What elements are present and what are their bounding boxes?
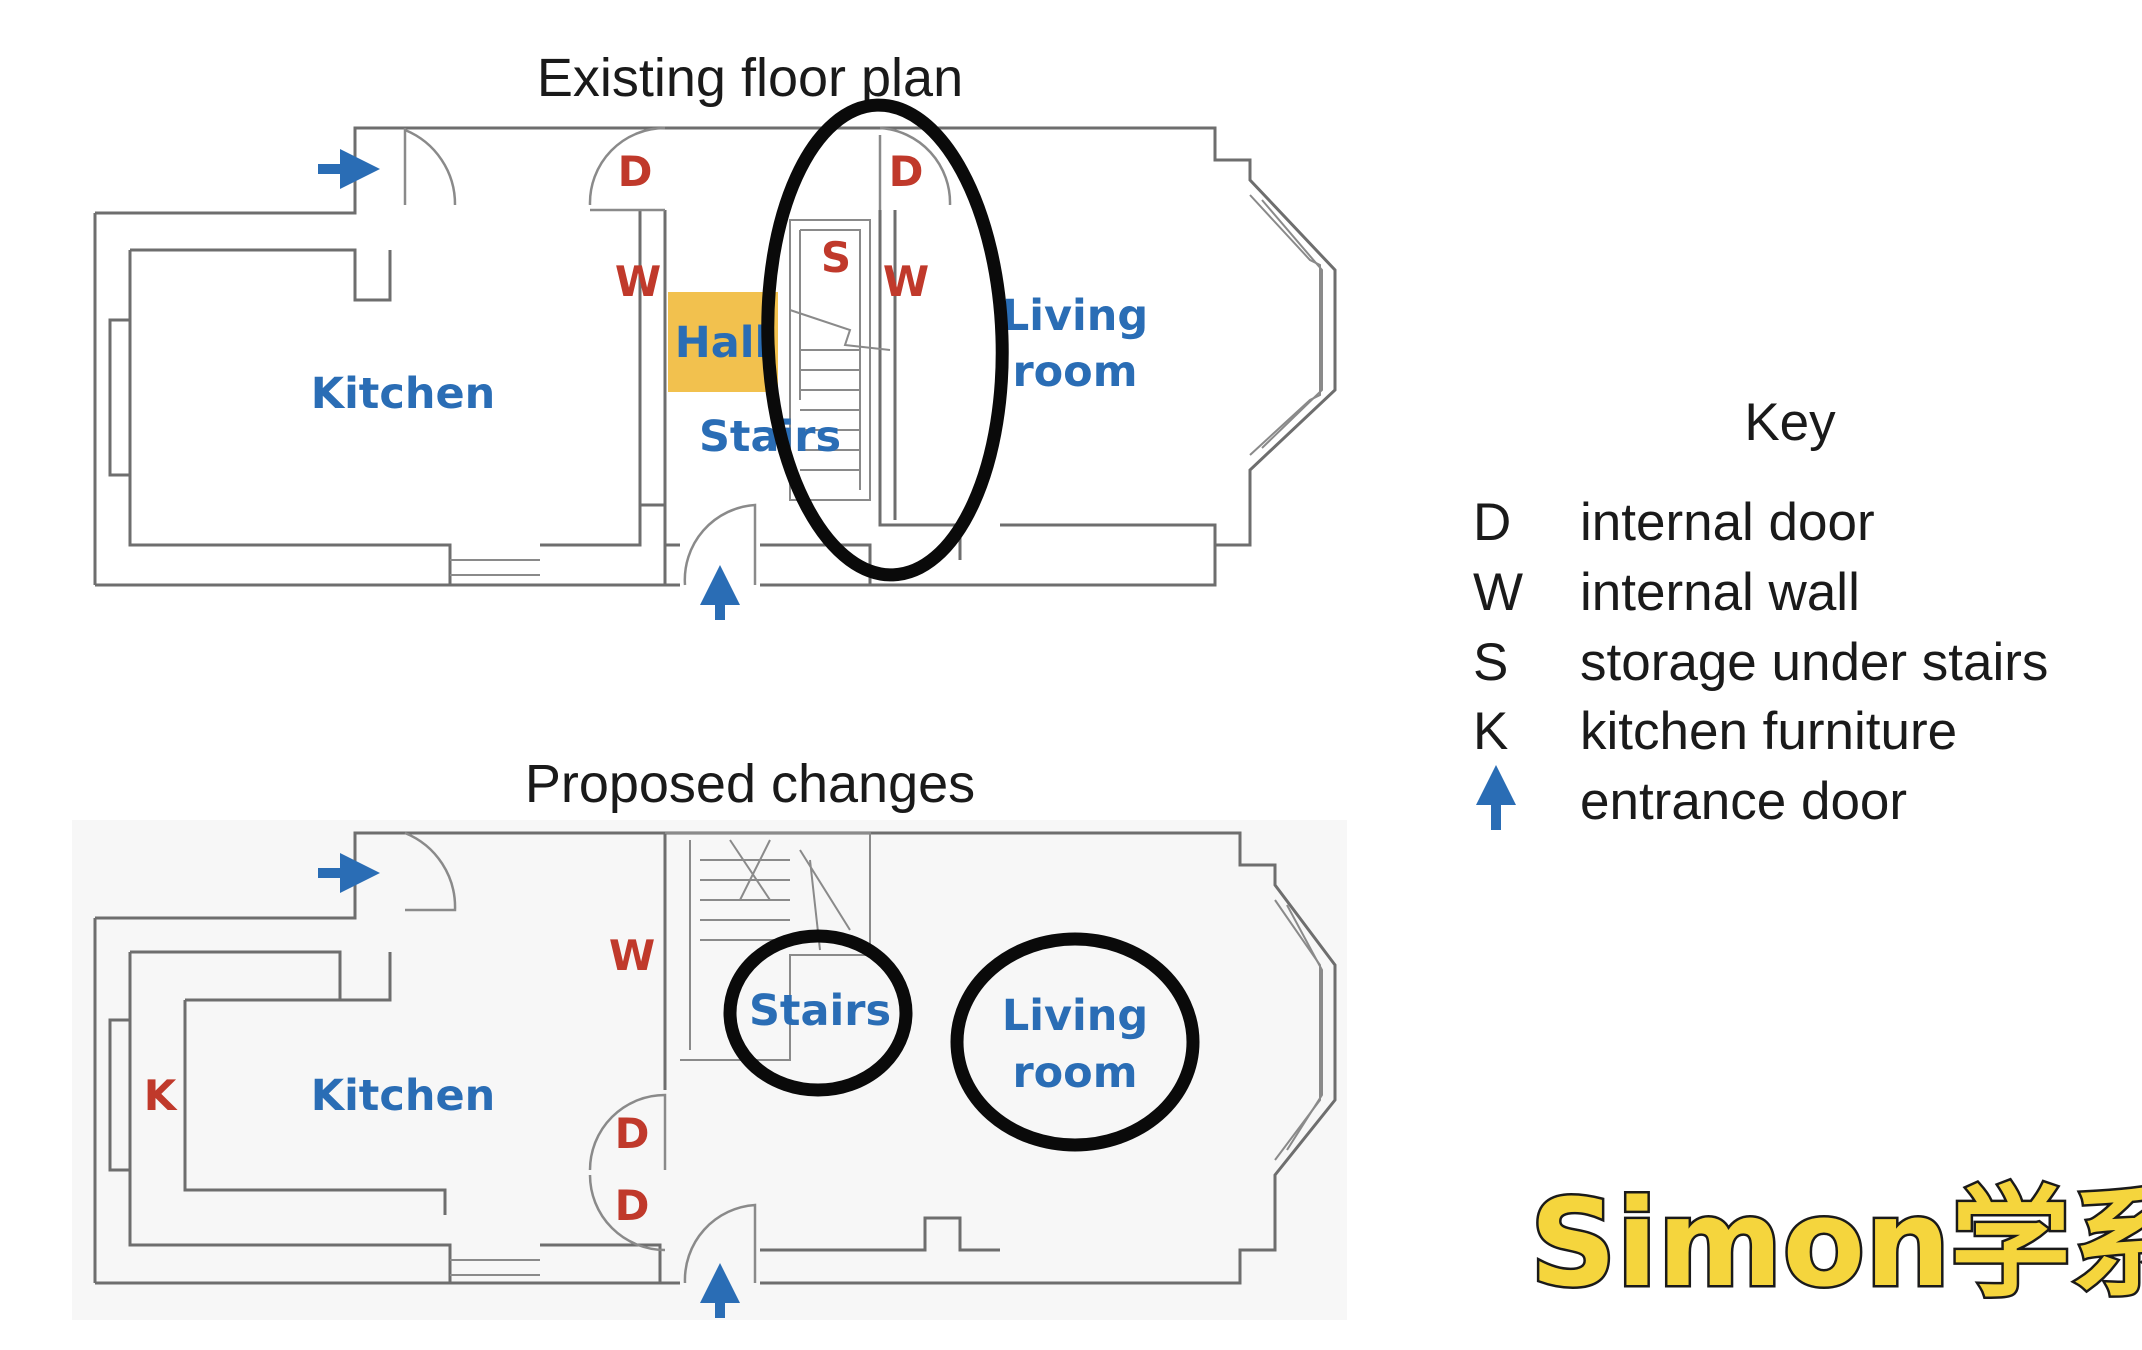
key-label-door: internal door: [1580, 493, 1875, 552]
key-label-kitchen: kitchen furniture: [1580, 702, 1957, 761]
proposed-kitchen-furniture-label: K: [144, 1071, 178, 1120]
proposed-door-lower-label: D: [615, 1181, 650, 1230]
existing-plan: Existing floor plan: [93, 48, 1337, 620]
existing-storage-label: S: [821, 233, 851, 282]
proposed-plan: Proposed changes Kitchen Stairs: [72, 754, 1347, 1320]
proposed-background: [72, 820, 1347, 1320]
proposed-living-label-2: room: [1012, 1048, 1137, 1098]
watermark-logo: Simon学系列: [1530, 1175, 2142, 1314]
key-label-entrance: entrance door: [1580, 772, 1907, 831]
key-code-kitchen: K: [1473, 702, 1508, 761]
proposed-door-upper-label: D: [615, 1109, 650, 1158]
highlight-circle-existing: [761, 98, 1009, 582]
highlight-circle-stairs: [723, 929, 913, 1097]
existing-living-label-2: room: [1012, 347, 1137, 397]
key-label-wall: internal wall: [1580, 563, 1860, 622]
existing-door-left-label: D: [618, 147, 653, 196]
proposed-kitchen-label: Kitchen: [311, 1071, 496, 1121]
key-legend: Key D internal door W internal wall S st…: [1473, 393, 2048, 831]
proposed-walls: [93, 831, 1337, 1285]
existing-walls: [93, 126, 1337, 587]
proposed-living-label-1: Living: [1002, 991, 1148, 1041]
existing-wall-right-label: W: [883, 257, 929, 306]
key-code-door: D: [1473, 493, 1511, 552]
highlight-circle-living: [950, 932, 1200, 1152]
existing-kitchen-label: Kitchen: [311, 369, 496, 419]
existing-hall-label: Hall: [675, 318, 769, 368]
existing-living-label-1: Living: [1002, 291, 1148, 341]
key-title: Key: [1744, 393, 1836, 452]
key-code-storage: S: [1473, 633, 1508, 692]
existing-door-right-label: D: [889, 147, 924, 196]
existing-stairs-label: Stairs: [699, 412, 841, 462]
existing-wall-left-label: W: [615, 257, 661, 306]
key-label-storage: storage under stairs: [1580, 633, 2048, 692]
hall-box: [668, 292, 778, 392]
existing-plan-title: Existing floor plan: [537, 48, 963, 108]
proposed-stairs-label: Stairs: [749, 986, 891, 1036]
proposed-plan-title: Proposed changes: [525, 754, 975, 814]
key-code-wall: W: [1473, 563, 1523, 622]
proposed-wall-label: W: [609, 931, 655, 980]
